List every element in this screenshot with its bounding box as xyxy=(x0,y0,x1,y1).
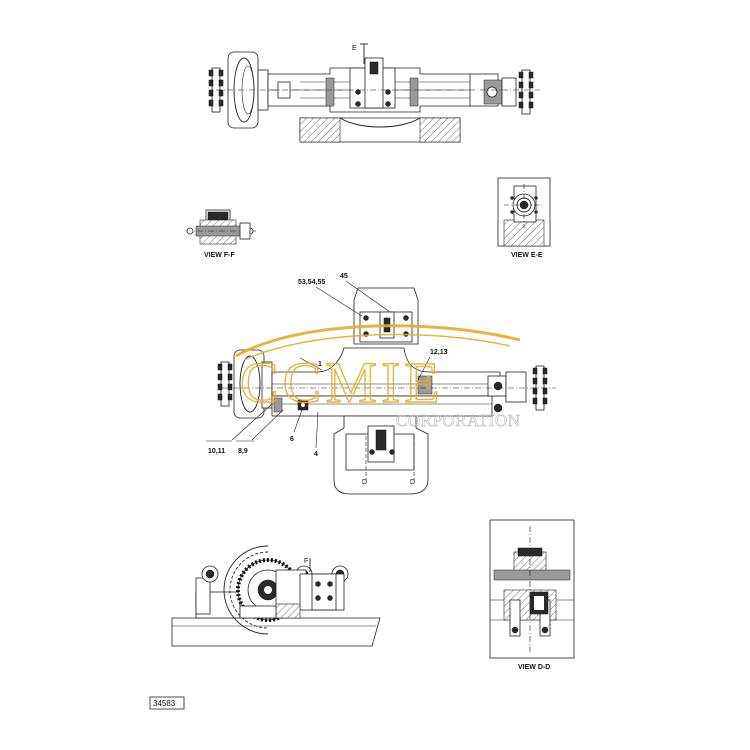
top-plan-view: E xyxy=(208,43,540,143)
view-e-e: VIEW E-E xyxy=(497,177,551,259)
section-mark-f: F xyxy=(304,558,308,565)
callout-6: 6 xyxy=(290,436,294,443)
watermark-brand: CCMIE xyxy=(240,350,444,415)
view-dd-label: VIEW D-D xyxy=(518,664,550,671)
callout-53-54-55: 53,54,55 xyxy=(298,279,325,286)
view-f-f: VIEW F-F xyxy=(186,209,256,259)
main-plan-view: D D 53,54,55 45 1 12,13 10,11 8,9 6 4 xyxy=(206,273,556,495)
view-ee-label: VIEW E-E xyxy=(511,252,543,259)
drawing-number: 34583 xyxy=(153,699,176,708)
section-mark-d-right: D xyxy=(410,479,415,486)
callout-4: 4 xyxy=(314,451,318,458)
section-mark-d-left: D xyxy=(362,479,367,486)
callout-10-11: 10,11 xyxy=(208,448,225,455)
callout-1: 1 xyxy=(318,361,322,368)
callout-45: 45 xyxy=(340,273,348,280)
watermark-logo: CCMIE CORPORATION xyxy=(235,324,521,430)
watermark-tagline: CORPORATION xyxy=(396,411,521,430)
view-d-d: VIEW D-D xyxy=(489,519,575,671)
callout-12-13: 12,13 xyxy=(430,349,448,356)
callout-8-9: 8,9 xyxy=(238,448,248,455)
side-elevation-view: F xyxy=(171,545,381,647)
view-ff-label: VIEW F-F xyxy=(204,252,235,259)
section-mark-e: E xyxy=(352,45,357,52)
drawing-number-box: 34583 xyxy=(149,696,185,710)
